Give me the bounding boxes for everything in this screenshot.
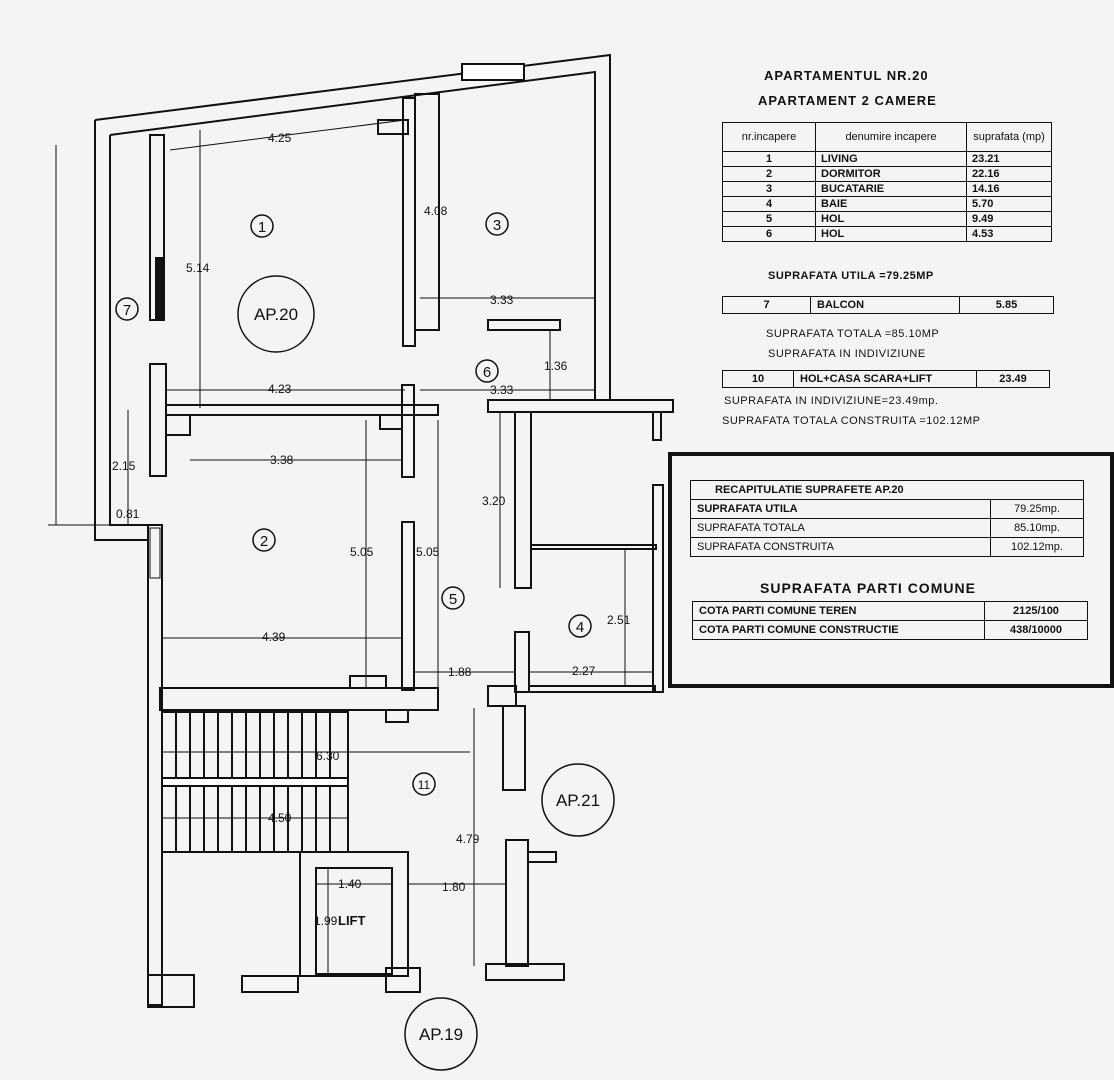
- dim-text: 4.39: [262, 630, 286, 644]
- room-number: 4: [576, 619, 584, 636]
- recap-table: RECAPITULATIE SUPRAFETE AP.20 SUPRAFATA …: [690, 480, 1084, 557]
- dim-text: 5.14: [186, 261, 210, 275]
- col-header: nr.incapere: [722, 122, 816, 152]
- apartment-label: AP.21: [556, 791, 600, 810]
- indiviziune-text: SUPRAFATA IN INDIVIZIUNE=23.49mp.: [724, 395, 939, 407]
- suprafata-totala: SUPRAFATA TOTALA =85.10MP: [766, 328, 940, 340]
- suprafata-indiviziune-label: SUPRAFATA IN INDIVIZIUNE: [768, 348, 926, 360]
- suprafata-utila: SUPRAFATA UTILA =79.25MP: [768, 270, 934, 282]
- dim-text: 4.79: [456, 832, 480, 846]
- lift-label: LIFT: [338, 913, 365, 928]
- col-header: denumire incapere: [815, 122, 967, 152]
- dim-text: 4.23: [268, 382, 292, 396]
- apartment-label: AP.20: [254, 305, 298, 324]
- dim-text: 1.40: [338, 877, 362, 891]
- dim-text: 2.15: [112, 459, 136, 473]
- room-number: 2: [260, 533, 268, 550]
- title-apartment-type: APARTAMENT 2 CAMERE: [758, 93, 937, 108]
- comune-title: SUPRAFATA PARTI COMUNE: [760, 580, 976, 596]
- title-apartment-number: APARTAMENTUL NR.20: [764, 68, 929, 83]
- room-number: 5: [449, 591, 457, 608]
- dim-text: 3.20: [482, 494, 506, 508]
- room-number: 3: [493, 217, 501, 234]
- room-number: 6: [483, 364, 491, 381]
- dim-text: 5.05: [416, 545, 440, 559]
- balcon-row: 7 BALCON 5.85: [722, 296, 1054, 314]
- dim-text: 6.30: [316, 749, 340, 763]
- dim-text: 4.08: [424, 204, 448, 218]
- recap-frame: [668, 452, 1114, 688]
- room-number: 11: [418, 778, 431, 792]
- dim-text: 1.99: [314, 914, 338, 928]
- dim-text: 0.81: [116, 507, 140, 521]
- dim-text: 3.38: [270, 453, 294, 467]
- room-number: 1: [258, 219, 266, 236]
- rooms-table: nr.incapere denumire incapere suprafata …: [722, 122, 1052, 242]
- col-header: suprafata (mp): [966, 122, 1052, 152]
- dim-text: 1.80: [442, 880, 466, 894]
- dim-text: 5.05: [350, 545, 374, 559]
- dim-text: 2.27: [572, 664, 596, 678]
- dim-text: 4.50: [268, 811, 292, 825]
- room-number: 7: [123, 302, 131, 319]
- dim-text: 1.36: [544, 359, 568, 373]
- dim-text: 3.33: [490, 293, 514, 307]
- dim-text: 1.88: [448, 665, 472, 679]
- recap-title: RECAPITULATIE SUPRAFETE AP.20: [690, 480, 1084, 500]
- apartment-label: AP.19: [419, 1025, 463, 1044]
- construita-text: SUPRAFATA TOTALA CONSTRUITA =102.12MP: [722, 415, 981, 427]
- indiviziune-row: 10 HOL+CASA SCARA+LIFT 23.49: [722, 370, 1050, 388]
- dim-text: 3.33: [490, 383, 514, 397]
- dim-text: 4.25: [268, 131, 292, 145]
- dim-text: 2.51: [607, 613, 631, 627]
